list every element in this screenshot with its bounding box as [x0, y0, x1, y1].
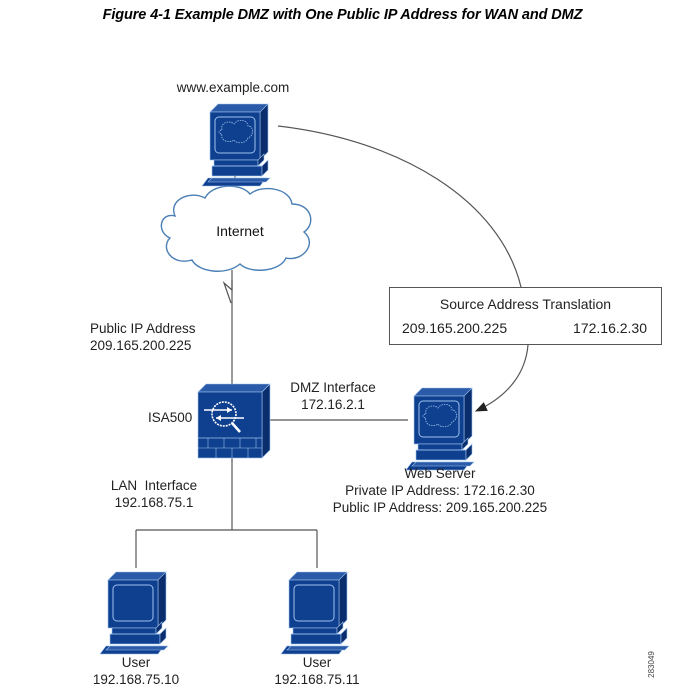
lan-ip: 192.168.75.1: [114, 495, 194, 510]
dmz-interface-label: DMZ Interface 172.16.2.1: [278, 379, 388, 413]
lan-interface-label: LAN Interface 192.168.75.1: [84, 477, 224, 511]
serial-link-zigzag: [222, 280, 233, 304]
nat-table: Source Address Translation 209.165.200.2…: [389, 287, 662, 345]
user2-name: User: [302, 655, 332, 670]
wan-label-line1: Public IP Address: [90, 321, 196, 336]
user1-ip: 192.168.75.10: [92, 672, 180, 687]
user1-name: User: [121, 655, 151, 670]
dmz-label-line1: DMZ Interface: [290, 380, 376, 395]
firewall-label: ISA500: [148, 410, 193, 425]
dmz-web-server-icon: [405, 387, 475, 471]
figure-title: Figure 4-1 Example DMZ with One Public I…: [102, 7, 583, 23]
figure-id: 283049: [646, 651, 656, 678]
wan-interface-label: Public IP Address 209.165.200.225: [90, 320, 196, 354]
wan-ip: 209.165.200.225: [90, 338, 192, 353]
internet-label: Internet: [216, 223, 264, 239]
user2-label: User 192.168.75.11: [257, 654, 377, 688]
firewall-icon: [197, 383, 271, 459]
web-server-icon: [201, 103, 271, 187]
web-server-public-ip: Public IP Address: 209.165.200.225: [332, 500, 548, 515]
nat-from-ip: 209.165.200.225: [402, 320, 508, 336]
lan-label-line1: LAN Interface: [110, 478, 198, 493]
web-server-private-ip: Private IP Address: 172.16.2.30: [345, 483, 535, 498]
workstation-icon: [280, 571, 350, 655]
workstation-icon: [99, 571, 169, 655]
nat-flow-arrow: [474, 344, 529, 412]
external-server-label: www.example.com: [176, 80, 290, 95]
user2-ip: 192.168.75.11: [274, 672, 360, 687]
user1-label: User 192.168.75.10: [76, 654, 196, 688]
nat-flow-line: [277, 125, 522, 288]
nat-title: Source Address Translation: [439, 296, 612, 312]
web-server-label: Web Server Private IP Address: 172.16.2.…: [300, 465, 580, 516]
web-server-name: Web Server: [404, 466, 476, 481]
dmz-ip: 172.16.2.1: [301, 397, 365, 412]
nat-to-ip: 172.16.2.30: [573, 320, 647, 336]
